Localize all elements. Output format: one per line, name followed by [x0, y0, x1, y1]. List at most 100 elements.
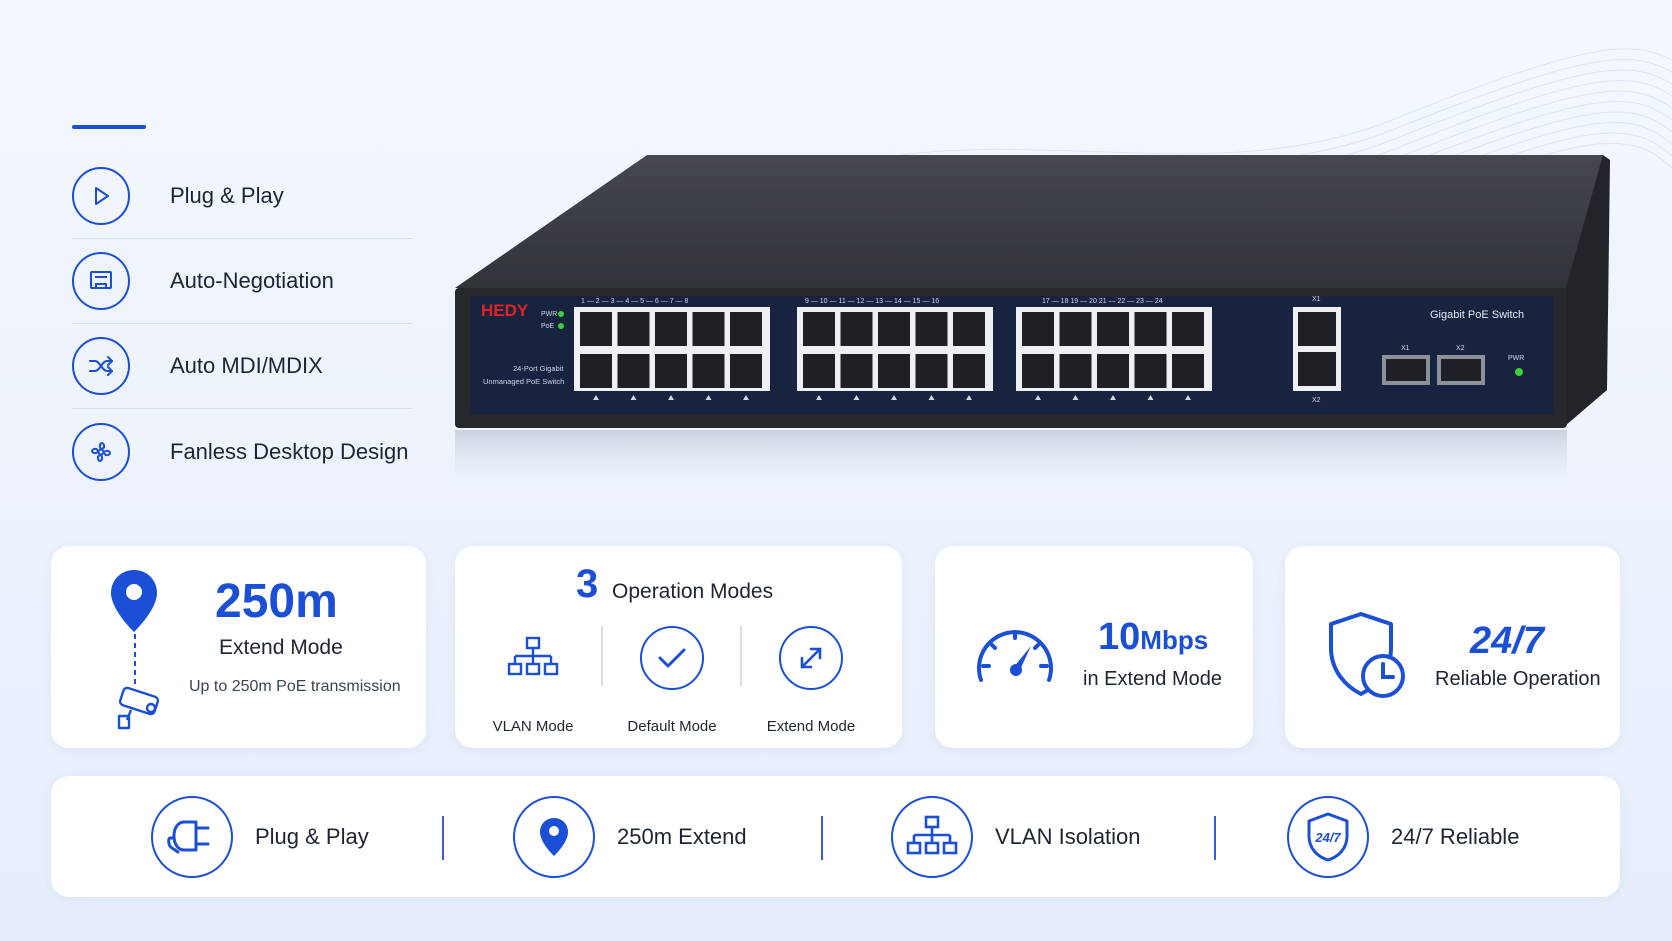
rj45-port [1097, 312, 1129, 346]
bottom-item-extend: 250m Extend [513, 796, 747, 878]
port-indicator [1185, 395, 1191, 400]
rj45-port [840, 354, 873, 388]
port-array [574, 307, 1212, 400]
port-indicator [1110, 395, 1116, 400]
speedometer-icon [977, 630, 1053, 682]
port-indicator [705, 395, 712, 400]
rj45-port [692, 354, 725, 388]
rj45-port [730, 354, 762, 388]
port-indicator [853, 395, 860, 400]
sfp-port-x2-slot [1441, 359, 1481, 381]
reliability-subtitle: Reliable Operation [1435, 668, 1601, 690]
uplink-port-x1 [1298, 312, 1336, 346]
shield-24-7-icon: 24/7 [1287, 796, 1369, 878]
security-camera-icon [117, 686, 160, 730]
feature-item: Auto MDI/MDIX [72, 324, 412, 409]
shield-badge-text: 24/7 [1314, 830, 1341, 845]
reliability-value: 24/7 [1470, 620, 1544, 662]
port-indicator [928, 395, 935, 400]
port-indicator [743, 395, 749, 400]
uplink-port-x2 [1298, 352, 1336, 386]
uplink-x1-label: X1 [1312, 296, 1321, 303]
modes-count: 3 [576, 562, 599, 606]
model-label: Gigabit PoE Switch [1430, 309, 1524, 321]
extend-distance-subtitle: Up to 250m PoE transmission [189, 678, 401, 695]
port-group-label: 9 — 10 — 11 — 12 — 13 — 14 — 15 — 16 [805, 298, 939, 305]
rj45-port [1059, 354, 1092, 388]
network-topology-icon [501, 626, 565, 690]
rj45-port [803, 354, 835, 388]
port-indicator [966, 395, 972, 400]
extend-distance-card: 250m Extend Mode Up to 250m PoE transmis… [51, 546, 426, 748]
rj45-port [1097, 354, 1129, 388]
bottom-item-label: VLAN Isolation [995, 824, 1141, 849]
check-icon [640, 626, 704, 690]
mode-divider [740, 626, 742, 686]
rj45-port [617, 354, 650, 388]
speed-number: 10 [1098, 616, 1141, 658]
dashed-connector [134, 634, 136, 686]
rj45-port [655, 312, 687, 346]
uplink-x2-label: X2 [1312, 397, 1321, 404]
rj45-port [580, 354, 612, 388]
feature-label: Fanless Desktop Design [170, 438, 409, 464]
operation-modes-card: 3 Operation Modes VLAN Mode Default Mode… [455, 546, 902, 748]
extend-distance-title: Extend Mode [219, 636, 343, 659]
mode-default: Default Mode [612, 626, 732, 735]
led-poe-label: PoE [541, 323, 555, 330]
feature-label: Plug & Play [170, 183, 284, 208]
mode-vlan: VLAN Mode [473, 626, 593, 735]
bottom-divider [821, 816, 823, 860]
speed-subtitle: in Extend Mode [1083, 668, 1222, 690]
rj45-port [1059, 312, 1092, 346]
fan-icon [72, 422, 130, 481]
device-side [1563, 155, 1610, 426]
power-led [1515, 368, 1523, 376]
device-reflection [455, 430, 1567, 490]
mode-label: Default Mode [627, 718, 717, 735]
bottom-item-label: 250m Extend [617, 824, 747, 849]
sfp-port-x1-slot [1386, 359, 1426, 381]
feature-label: Auto MDI/MDIX [170, 353, 323, 378]
ethernet-port-icon [72, 252, 130, 310]
rj45-port [580, 312, 612, 346]
rj45-port [1022, 354, 1054, 388]
mode-label: VLAN Mode [492, 718, 574, 735]
speed-unit: Mbps [1140, 625, 1209, 655]
led-pwr-label: PWR [541, 311, 557, 318]
rj45-port [655, 354, 687, 388]
port-indicator [1072, 395, 1079, 400]
pwr-label: PWR [1508, 355, 1524, 362]
port-indicator [891, 395, 897, 400]
play-icon [72, 167, 130, 225]
speed-card: 10Mbps in Extend Mode [935, 546, 1253, 748]
port-indicator [668, 395, 674, 400]
extend-distance-value: 250m [215, 575, 338, 628]
location-pin-icon [513, 796, 595, 878]
port-indicator [816, 395, 822, 400]
device-description-line2: Unmanaged PoE Switch [483, 377, 564, 386]
expand-arrows-icon [779, 626, 843, 690]
mode-divider [601, 626, 603, 686]
rj45-port [915, 312, 948, 346]
sfp-x1-label: X1 [1401, 345, 1410, 352]
location-pin-icon [111, 570, 157, 632]
rj45-port [1134, 354, 1167, 388]
bottom-item-plug-play: Plug & Play [151, 796, 369, 878]
rj45-port [803, 312, 835, 346]
rj45-port [840, 312, 873, 346]
rj45-port [1022, 312, 1054, 346]
reliability-card: 24/7 Reliable Operation [1285, 546, 1620, 748]
speed-value: 10Mbps [1098, 616, 1208, 659]
rj45-port [617, 312, 650, 346]
led-pwr [558, 311, 564, 317]
rj45-port [953, 312, 985, 346]
bottom-item-vlan: VLAN Isolation [891, 796, 1141, 878]
feature-item: Plug & Play [72, 154, 412, 239]
feature-item: Fanless Desktop Design [72, 409, 412, 494]
rj45-port [730, 312, 762, 346]
feature-label: Auto-Negotiation [170, 268, 334, 293]
port-indicator [1035, 395, 1041, 400]
port-indicator [1147, 395, 1154, 400]
bottom-item-reliable: 24/7 24/7 Reliable [1287, 796, 1519, 878]
